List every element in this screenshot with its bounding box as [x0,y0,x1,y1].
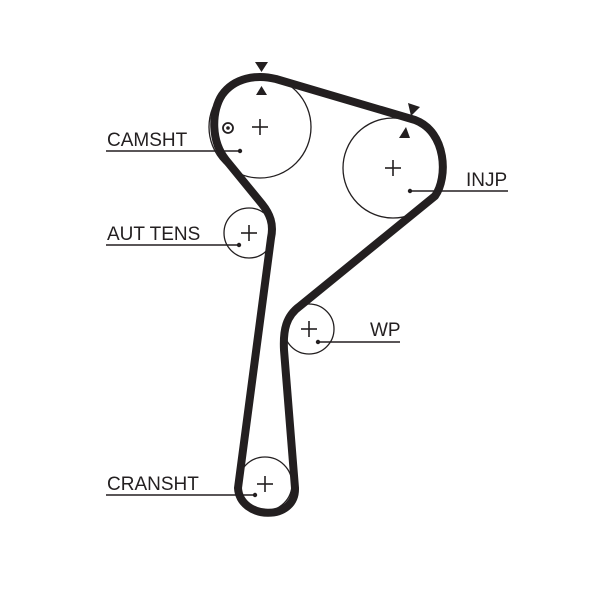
injection-pump-label: INJP [466,170,507,191]
water-pump-label: WP [370,320,401,341]
camshaft-label: CAMSHT [107,130,188,151]
leaders [106,148,508,498]
camshaft-timing-mark [255,62,268,95]
crankshaft-label: CRANSHT [107,474,199,495]
camshaft-reference-mark-icon [222,122,234,134]
auto-tensioner-label: AUT TENS [107,224,200,245]
injection-pump-timing-mark [399,103,420,138]
